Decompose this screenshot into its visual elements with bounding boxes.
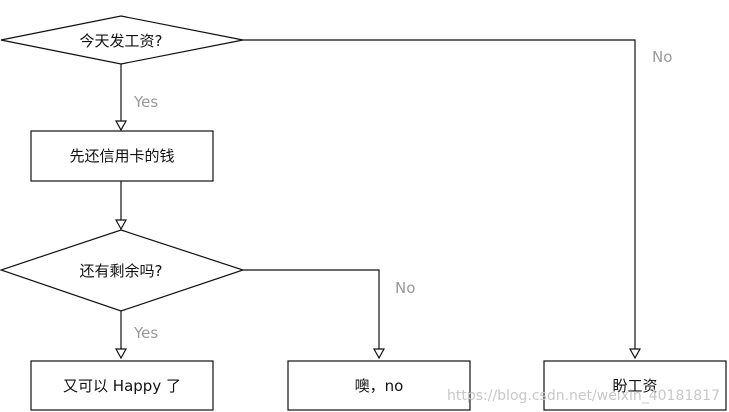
node-payday: 今天发工资? — [0, 15, 244, 65]
edges: Yes Yes No No — [121, 39, 672, 358]
node-happy: 又可以 Happy 了 — [30, 360, 214, 411]
edge-label-remaining-no: No — [395, 279, 415, 297]
node-label-wait-pay: 盼工资 — [612, 377, 657, 395]
node-label-remaining: 还有剩余吗? — [80, 262, 163, 280]
node-pay-card: 先还信用卡的钱 — [30, 130, 214, 182]
node-wait-pay: 盼工资 — [543, 360, 727, 411]
edge-payday-yes: Yes — [121, 64, 158, 130]
node-label-pay-card: 先还信用卡的钱 — [69, 147, 174, 165]
edge-label-payday-yes: Yes — [133, 93, 158, 111]
edge-remaining-no: No — [243, 269, 415, 358]
node-label-oh-no: 噢，no — [355, 377, 404, 395]
node-label-payday: 今天发工资? — [80, 32, 163, 50]
node-label-happy: 又可以 Happy 了 — [63, 377, 181, 395]
edge-label-payday-no: No — [652, 48, 672, 66]
node-remaining: 还有剩余吗? — [0, 229, 245, 312]
edge-payday-no: No — [243, 39, 672, 358]
watermark-text: https://blog.csdn.net/weixin_40181817 — [447, 388, 720, 404]
node-oh-no: 噢，no — [287, 360, 471, 411]
edge-label-remaining-yes: Yes — [133, 324, 158, 342]
edge-remaining-yes: Yes — [121, 311, 158, 358]
